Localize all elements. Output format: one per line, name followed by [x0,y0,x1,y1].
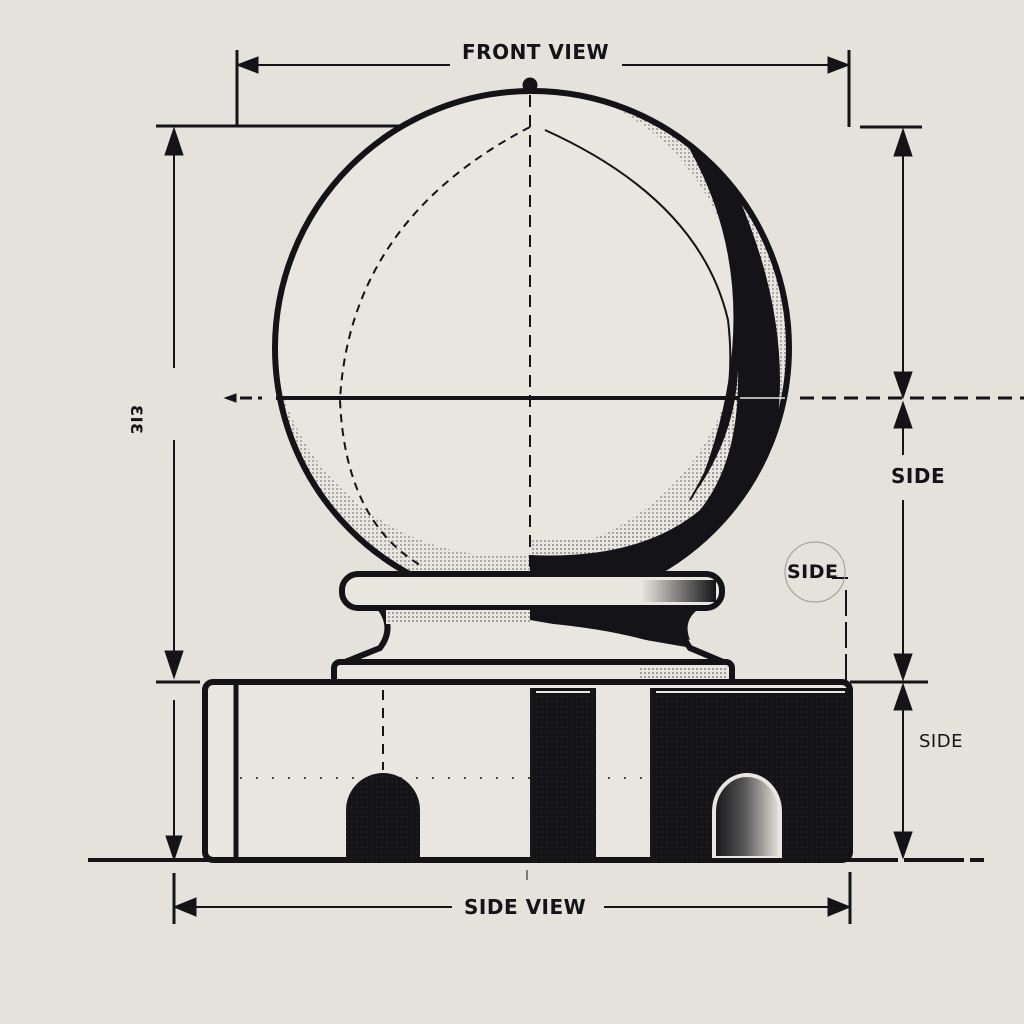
equator-extension [223,393,1024,403]
arrow-right-icon [827,56,851,74]
front-view-label: FRONT VIEW [454,40,618,64]
right-height-dimensions [832,125,928,860]
right-upper-dimension-label: SIDE [891,464,946,488]
arrow-down-icon [164,650,184,680]
arrow-up-icon [164,126,184,156]
callout-label: SIDE [787,561,839,583]
right-lower-dimension-label: SIDE [919,731,963,752]
pedestal-collar [331,571,735,687]
top-width-dimension [235,50,851,127]
base-block [88,679,1024,863]
left-height-dimension [156,124,400,862]
left-dimension-label: ƐIƐ [127,405,146,435]
arrow-right-icon [827,897,852,917]
bottom-width-dimension [172,870,852,924]
callout-circle [784,541,846,603]
arrow-left-icon [235,56,259,74]
side-view-label: SIDE VIEW [456,895,595,919]
arrow-left-icon [172,897,197,917]
